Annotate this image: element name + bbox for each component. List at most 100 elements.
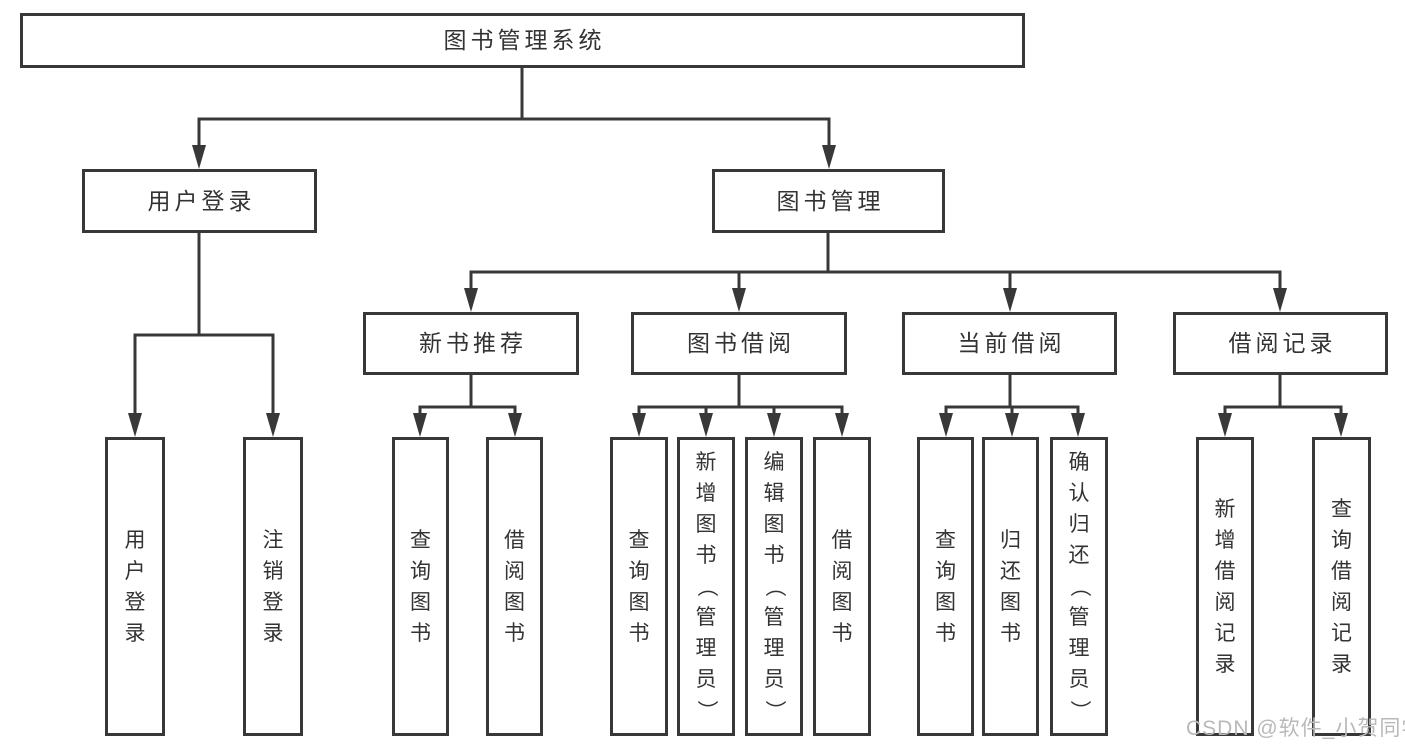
node-leaf-user-login: 用户登录: [105, 437, 165, 736]
node-label-char: 新: [1214, 497, 1236, 521]
arrowhead-icon: [1334, 413, 1348, 437]
node-label-char: 认: [1068, 482, 1090, 505]
node-label-char: 理: [695, 637, 717, 660]
node-label: 当前借阅: [957, 330, 1066, 356]
node-label-char: 还: [1068, 544, 1090, 567]
node-label-char: 书: [504, 621, 525, 645]
node-label-char: 书: [831, 621, 853, 645]
node-label-char: 图: [628, 590, 650, 614]
node-label: 新书推荐: [419, 330, 527, 356]
arrowhead-icon: [767, 413, 781, 437]
node-label: 图书借阅: [687, 330, 795, 356]
node-label-char: 户: [124, 559, 146, 583]
node-label-char: 管: [763, 606, 785, 629]
node-root: 图书管理系统: [20, 13, 1025, 68]
arrowhead-icon: [464, 288, 478, 312]
node-label-char: 图: [504, 590, 525, 614]
node-label-char: 图: [763, 513, 785, 536]
node-label-char: 用: [124, 528, 146, 552]
node-label-char: 确: [1068, 451, 1090, 474]
node-label-char: 录: [1214, 652, 1236, 676]
node-label-char: 销: [262, 559, 284, 583]
node-label-char: 新: [695, 451, 717, 474]
node-leaf-edit-book: 编辑图书（管理员）: [745, 437, 803, 736]
node-label-char: 图: [410, 590, 431, 614]
arrowhead-icon: [939, 413, 953, 437]
arrowhead-icon: [632, 413, 646, 437]
node-label-char: 图: [1000, 590, 1021, 614]
arrowhead-icon: [1003, 288, 1017, 312]
node-leaf-return-book: 归还图书: [982, 437, 1039, 736]
node-leaf-borrow-book-1: 借阅图书: [486, 437, 543, 736]
node-label: 图书管理系统: [443, 27, 606, 53]
node-label-char: 辑: [763, 482, 785, 505]
node-label-char: 录: [262, 621, 284, 645]
node-leaf-query-record: 查询借阅记录: [1312, 437, 1371, 736]
arrowhead-icon: [266, 413, 280, 437]
node-label-char: 管: [695, 606, 717, 629]
arrowhead-icon: [1218, 413, 1232, 437]
arrowhead-icon: [192, 145, 206, 169]
node-leaf-query-book-1: 查询图书: [392, 437, 449, 736]
node-label-char: 录: [124, 621, 146, 645]
node-label-char: 编: [763, 451, 785, 474]
node-label-char: ）: [694, 700, 718, 721]
node-label-char: 员: [695, 668, 717, 691]
node-label-char: 书: [935, 621, 956, 645]
node-label-char: 增: [695, 482, 717, 505]
arrowhead-icon: [1071, 413, 1085, 437]
node-label-char: 书: [695, 544, 717, 567]
node-label-char: 归: [1068, 513, 1090, 536]
node-leaf-logout: 注销登录: [243, 437, 303, 736]
arrowhead-icon: [1273, 288, 1287, 312]
arrowhead-icon: [699, 413, 713, 437]
node-label-char: 书: [628, 621, 650, 645]
node-label-char: 询: [628, 559, 650, 583]
node-label-char: 图: [831, 590, 853, 614]
node-new-book-rec: 新书推荐: [363, 312, 579, 375]
node-label-char: 借: [831, 528, 853, 552]
node-label-char: 阅: [1331, 590, 1352, 614]
node-label-char: 理: [1068, 637, 1090, 660]
node-label-char: 借: [504, 528, 525, 552]
node-label-char: （: [762, 576, 786, 597]
node-label-char: 查: [410, 528, 431, 552]
node-label-char: 阅: [1214, 590, 1236, 614]
node-label-char: ）: [1067, 700, 1091, 721]
arrowhead-icon: [1005, 413, 1019, 437]
node-leaf-query-book-3: 查询图书: [917, 437, 974, 736]
node-label-char: 询: [1331, 528, 1352, 552]
node-label-char: 员: [1068, 668, 1090, 691]
node-label-char: 图: [695, 513, 717, 536]
node-label-char: 员: [763, 668, 785, 691]
node-label-char: 记: [1331, 621, 1352, 645]
node-label-char: 阅: [831, 559, 853, 583]
node-label-char: 登: [124, 590, 146, 614]
node-borrow-record: 借阅记录: [1173, 312, 1388, 375]
node-leaf-add-record: 新增借阅记录: [1196, 437, 1254, 736]
node-label-char: 书: [763, 544, 785, 567]
node-label-char: 增: [1214, 528, 1236, 552]
node-leaf-borrow-book-2: 借阅图书: [813, 437, 871, 736]
node-label-char: 书: [1000, 621, 1021, 645]
arrowhead-icon: [413, 413, 427, 437]
node-user-login-group: 用户登录: [82, 169, 317, 233]
arrowhead-icon: [835, 413, 849, 437]
node-label-char: 归: [1000, 528, 1021, 552]
node-label-char: 阅: [504, 559, 525, 583]
node-label-char: 借: [1214, 559, 1236, 583]
node-label-char: 借: [1331, 559, 1352, 583]
arrowhead-icon: [732, 288, 746, 312]
arrowhead-icon: [128, 413, 142, 437]
node-label: 用户登录: [147, 187, 256, 214]
node-label-char: 还: [1000, 559, 1021, 583]
node-label-char: 记: [1214, 621, 1236, 645]
node-label-char: 书: [410, 621, 431, 645]
node-label-char: 询: [410, 559, 431, 583]
node-label-char: 查: [628, 528, 650, 552]
node-label-char: 登: [262, 590, 284, 614]
node-current-borrow: 当前借阅: [902, 312, 1117, 375]
node-label-char: （: [1067, 576, 1091, 597]
arrowhead-icon: [508, 413, 522, 437]
